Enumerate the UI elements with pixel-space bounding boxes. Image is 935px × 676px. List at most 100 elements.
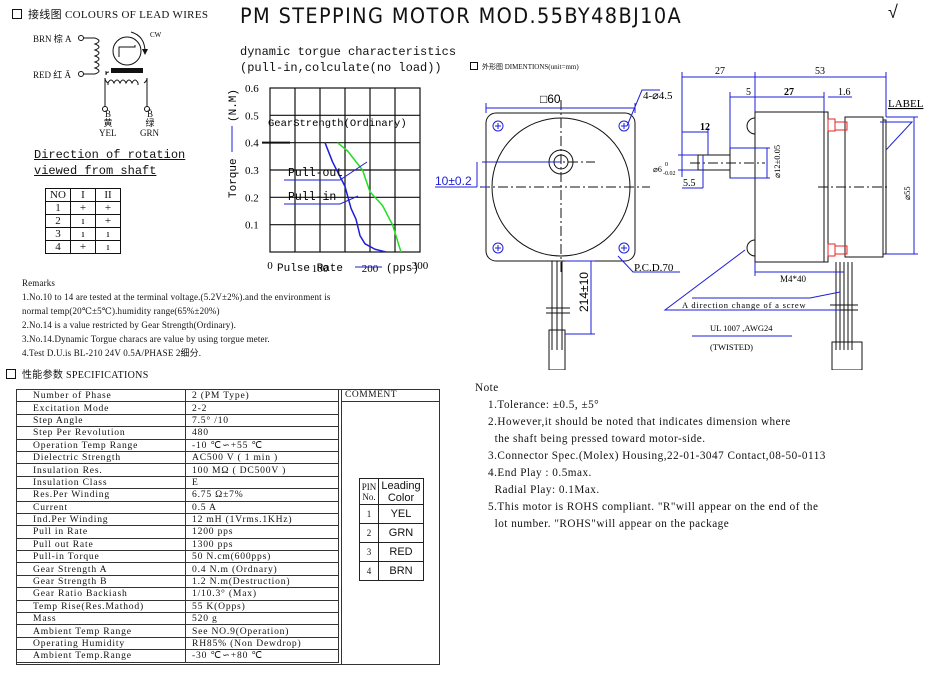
chart-annotation: GearStrength(Ordinary) — [268, 118, 407, 130]
pin-color: RED — [378, 542, 424, 562]
rotation-cell: ı — [95, 227, 121, 241]
spec-value: -30 ℃∽+80 ℃ — [185, 649, 339, 663]
spec-value: 520 g — [185, 612, 339, 626]
chart-title: dynamic torgue characteristics — [240, 45, 457, 59]
motor-screws — [827, 118, 848, 257]
spec-name: Insulation Class — [17, 476, 186, 490]
spec-value: 1200 pps — [185, 525, 339, 539]
note-line: lot number. "ROHS"will appear on the pac… — [488, 518, 730, 530]
pin-header-color: Leading Color — [378, 478, 424, 505]
label-callout: LABEL — [888, 98, 924, 110]
terminal-a-bar-dot — [78, 71, 84, 77]
note-line: 2.However,it should be noted that indica… — [488, 416, 791, 428]
y-axis-label: Torque — [228, 158, 240, 198]
wire-break — [546, 307, 570, 314]
chart-subtitle: (pull-in,colculate(no load)) — [240, 61, 442, 75]
rotation-row: 4+ı — [45, 240, 121, 254]
spec-name: Ind.Per Winding — [17, 513, 186, 527]
notes-block: Note 1.Tolerance: ±0.5, ±5° 2.However,it… — [475, 380, 826, 533]
dim-60: □60 — [540, 92, 561, 106]
x-tick-label: 100 — [312, 263, 329, 275]
remark-line: 3.No.14.Dynamic Torgue characs are value… — [22, 334, 270, 344]
pcd-leader — [617, 255, 680, 273]
pin-header-no: PIN No. — [359, 478, 379, 505]
wire-spec: UL 1007 ,AWG24 — [710, 323, 773, 333]
spec-value: 1/10.3° (Max) — [185, 587, 339, 601]
legend-pull-out: Pull-out — [288, 167, 343, 180]
dim-shaft-tol-bot: -0.02 — [663, 171, 676, 177]
dim-body-dia-lines — [886, 116, 918, 255]
rotation-title-line1: Direction of rotation — [34, 148, 186, 162]
series-line-pull-in — [324, 142, 387, 253]
wiring-title-text: 接线图 COLOURS OF LEAD WIRES — [28, 9, 209, 21]
pin-number: 3 — [359, 542, 379, 562]
dim-12: 12 — [700, 122, 710, 133]
dim-5-27-16-lines — [729, 92, 852, 148]
rotation-cell: 3 — [45, 227, 71, 241]
x-tick-label: 200 — [362, 263, 379, 275]
y-tick-label: 0.1 — [245, 220, 259, 232]
series-line-pull-out — [337, 142, 402, 253]
spec-value: 0.5 A — [185, 501, 339, 514]
page-title: PM STEPPING MOTOR MOD.55BY48BJ10A — [240, 4, 683, 28]
y-tick-label: 0.5 — [245, 110, 259, 122]
rotation-header-ii: II — [95, 188, 121, 202]
spec-row: Ambient Temp.Range-30 ℃∽+80 ℃ — [17, 649, 339, 663]
spec-value: 0.4 N.m (Ordnary) — [185, 562, 339, 576]
legend-pull-in: Pull-in — [288, 191, 336, 204]
spec-name: Pull-in Torque — [17, 550, 186, 564]
spec-value: 2 (PM Type) — [185, 390, 339, 403]
dim-lead-length-lines — [565, 260, 595, 335]
rotation-title-line2: viewed from shaft — [34, 164, 157, 178]
terminal-b-label: B 黄 — [101, 110, 115, 128]
x-axis-label: Pulse Rate — [277, 263, 343, 275]
check-mark-icon: √ — [888, 2, 898, 22]
rotor-symbol — [118, 45, 136, 57]
note-line: 1.Tolerance: ±0.5, ±5° — [488, 399, 600, 411]
coil-core — [111, 68, 143, 73]
spec-row: Insulation Res.100 MΩ ( DC500V ) — [17, 463, 339, 477]
note-line: 3.Connector Spec.(Molex) Housing,22-01-3… — [488, 450, 826, 462]
pin-header-row: PIN No. Leading Color — [359, 478, 424, 505]
y-tick-label: 0.3 — [245, 165, 259, 177]
dim-27a: 27 — [715, 66, 725, 77]
label-leader — [880, 121, 914, 151]
terminal-b-bar-top: B̄ — [146, 109, 153, 119]
terminal-a-dot — [78, 35, 84, 41]
dim-boss-dia: ⌀12±0.05 — [772, 145, 782, 178]
chart-title-block: dynamic torgue characteristics (pull-in,… — [240, 44, 456, 76]
spec-name: Pull out Rate — [17, 538, 186, 552]
spec-name: Temp Rise(Res.Mathod) — [17, 600, 186, 614]
spec-row: Temp Rise(Res.Mathod)55 K(Opps) — [17, 600, 339, 614]
remark-line: 2.No.14 is a value restricted by Gear St… — [22, 320, 236, 330]
coil-a — [83, 37, 100, 75]
remark-line: 4.Test D.U.is BL-210 24V 0.5A/PHASE 2细分. — [22, 348, 202, 358]
terminal-b-bar-label: B̄ 绿 — [143, 110, 157, 128]
rotation-cell: ı — [95, 240, 121, 254]
y-axis-unit: (N.M) — [228, 89, 240, 122]
spec-value: 55 K(Opps) — [185, 600, 339, 614]
wiring-section-title: 接线图 COLOURS OF LEAD WIRES — [12, 6, 208, 22]
remarks-block: Remarks 1.No.10 to 14 are tested at the … — [22, 276, 331, 360]
front-dimension-lines — [435, 89, 680, 335]
x-tick-label: 300 — [412, 260, 429, 272]
note-line: 4.End Play : 0.5max. — [488, 467, 592, 479]
spec-value: 7.5° /10 — [185, 414, 339, 428]
rotation-header-no: NO — [45, 188, 71, 202]
dim-55-lines — [682, 155, 704, 189]
dim-27b: 27 — [784, 87, 794, 98]
